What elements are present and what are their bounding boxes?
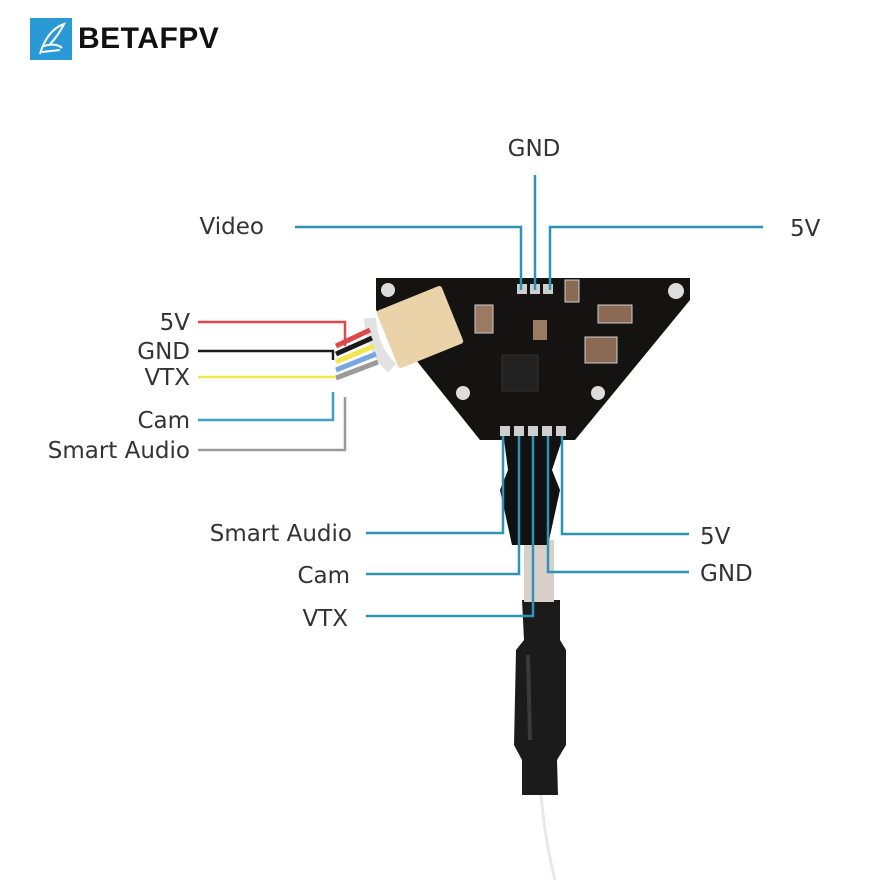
label-top-gnd: GND xyxy=(508,136,561,162)
label-pad-5v: 5V xyxy=(700,524,731,550)
connector-leaders xyxy=(198,320,347,452)
label-wire-vtx: VTX xyxy=(144,365,190,391)
label-top-5v: 5V xyxy=(790,216,821,242)
label-pad-smart-audio: Smart Audio xyxy=(210,521,352,547)
label-wire-smart-audio: Smart Audio xyxy=(48,438,190,464)
label-wire-5v: 5V xyxy=(160,310,191,336)
label-wire-cam: Cam xyxy=(137,408,190,434)
brand-name: BETAFPV xyxy=(78,22,220,55)
label-top-video: Video xyxy=(200,214,264,240)
brand-logo: BETAFPV xyxy=(30,18,219,60)
feather-b-logo-icon xyxy=(30,18,72,60)
label-wire-gnd: GND xyxy=(137,339,190,365)
label-pad-cam: Cam xyxy=(297,563,350,589)
bottom-leaders xyxy=(366,436,689,618)
antenna xyxy=(500,440,566,881)
connector-wire-bundle xyxy=(334,327,379,381)
label-pad-gnd: GND xyxy=(700,561,753,587)
vtx-board xyxy=(364,278,690,440)
top-leaders xyxy=(295,175,763,290)
label-pad-vtx: VTX xyxy=(302,606,348,632)
